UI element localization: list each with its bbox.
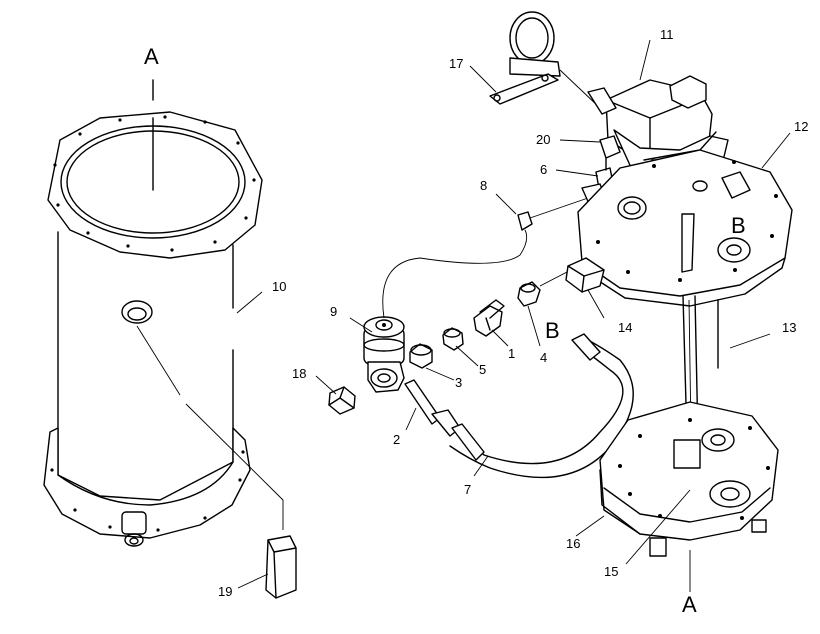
label-b-hose: B (545, 318, 560, 343)
callout-17: 17 (449, 56, 463, 71)
label-a-top: A (144, 44, 159, 69)
callout-9: 9 (330, 304, 337, 319)
callout-5: 5 (479, 362, 486, 377)
leader-lines (236, 39, 791, 592)
part-17-gauge-bracket (489, 11, 601, 109)
part-14-bracket (565, 257, 605, 293)
cylinder-housing (43, 111, 263, 547)
sensor-wire-lower (185, 403, 284, 530)
label-b-plate: B (731, 213, 746, 238)
callout-20: 20 (536, 132, 550, 147)
callout-12: 12 (794, 119, 808, 134)
callout-6: 6 (540, 162, 547, 177)
part-5-fitting (442, 327, 464, 351)
callout-4: 4 (540, 350, 547, 365)
part-12-top-plate (577, 149, 793, 307)
callout-8: 8 (480, 178, 487, 193)
callout-14: 14 (618, 320, 632, 335)
callout-13: 13 (782, 320, 796, 335)
part-9-valve (363, 316, 405, 393)
callout-16: 16 (566, 536, 580, 551)
part-8-connector (517, 197, 589, 231)
callout-3: 3 (455, 375, 462, 390)
callout-19: 19 (218, 584, 232, 599)
part-19-sensor (265, 535, 297, 599)
part-20-fitting (599, 135, 621, 159)
callout-15: 15 (604, 564, 618, 579)
callout-10: 10 (272, 279, 286, 294)
callout-18: 18 (292, 366, 306, 381)
callout-7: 7 (464, 482, 471, 497)
callout-11: 11 (660, 27, 674, 42)
part-16-base (599, 401, 779, 557)
label-a-bottom: A (682, 592, 697, 617)
sensor-wire-upper (136, 325, 181, 396)
callout-1: 1 (508, 346, 515, 361)
callout-labels: A A B B 1 2 3 4 5 6 7 8 9 10 11 12 13 14… (144, 27, 808, 617)
wire-9-to-8 (382, 229, 528, 319)
part-3-fitting (409, 343, 433, 369)
callout-2: 2 (393, 432, 400, 447)
part-1-fitting (473, 299, 505, 337)
